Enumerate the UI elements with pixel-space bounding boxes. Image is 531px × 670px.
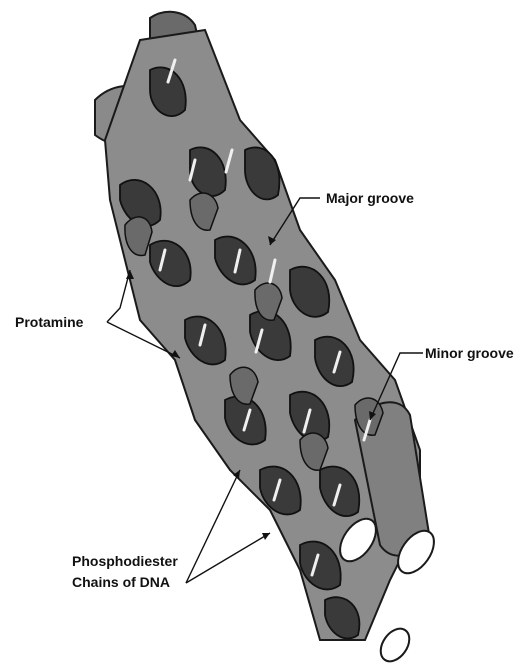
phosphodiester-leader-upper <box>186 470 240 583</box>
label-phosphodiester-line2: Chains of DNA <box>72 574 170 590</box>
tube-end-bottom <box>375 623 415 666</box>
label-protamine: Protamine <box>15 314 84 330</box>
label-minor-groove: Minor groove <box>425 345 514 361</box>
label-major-groove: Major groove <box>326 190 414 206</box>
label-phosphodiester-line1: Phosphodiester <box>72 553 178 569</box>
